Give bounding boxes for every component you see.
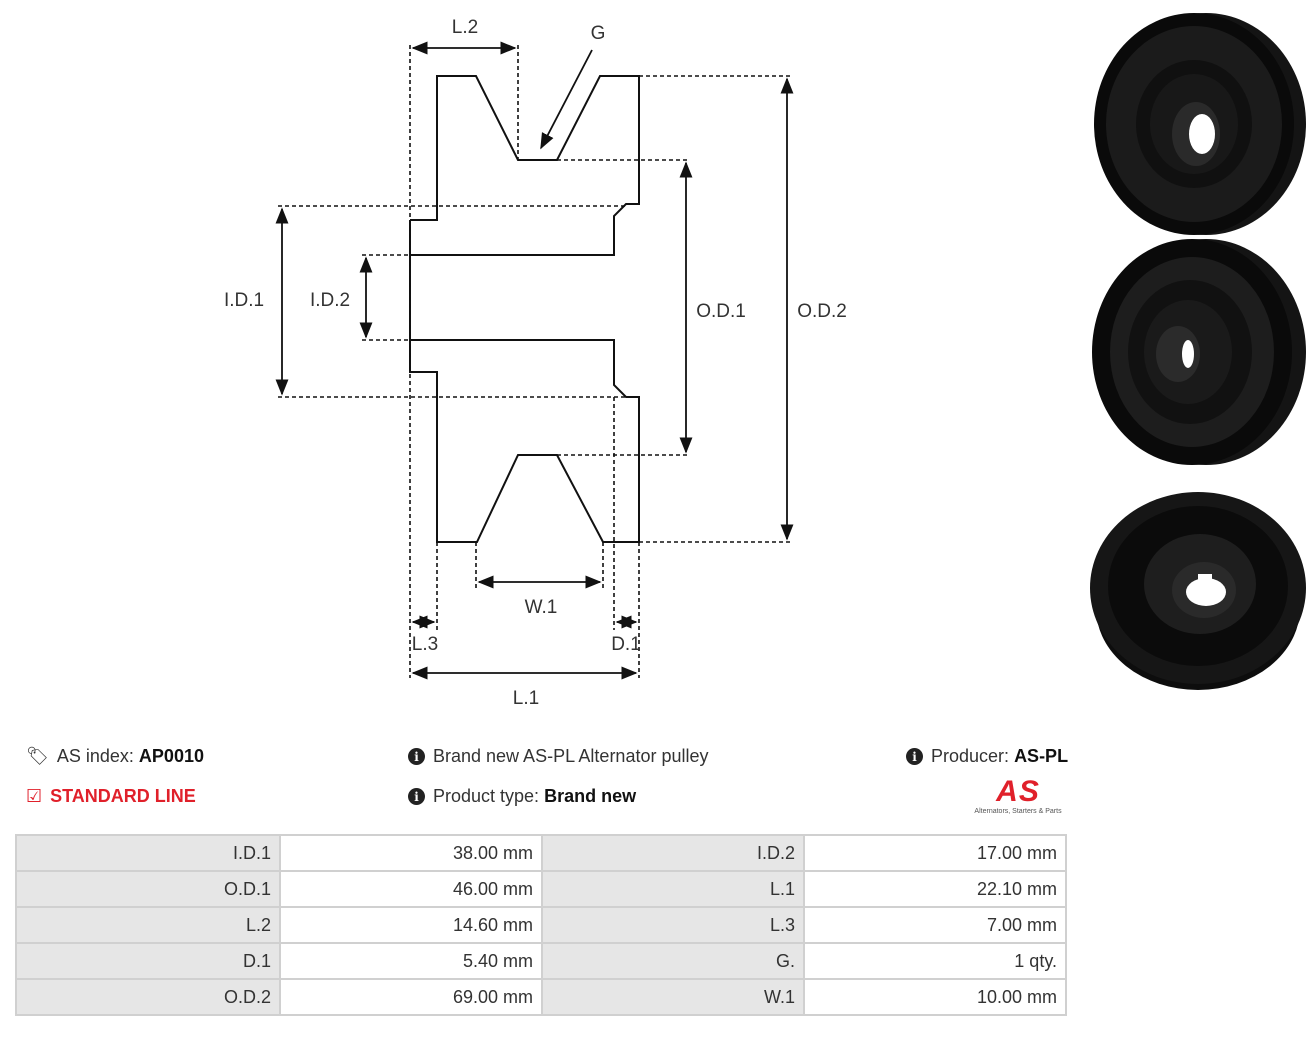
spec-value: 10.00 mm — [803, 978, 1067, 1016]
pulley-photo-angle — [1092, 239, 1306, 465]
pulley-photo-rear — [1090, 492, 1306, 690]
dimension-arrows — [275, 41, 794, 680]
spec-label: L.1 — [541, 870, 805, 908]
spec-label: L.2 — [15, 906, 281, 944]
label-l2: L.2 — [452, 17, 478, 38]
label-g: G — [591, 23, 606, 44]
info-icon: i — [906, 748, 923, 765]
tags-icon: 🏷 — [26, 746, 49, 766]
product-type: i Product type: Brand new — [408, 786, 636, 807]
spec-value: 69.00 mm — [279, 978, 543, 1016]
label-l1: L.1 — [513, 688, 539, 709]
pulley-photo-front — [1094, 13, 1306, 235]
description: i Brand new AS-PL Alternator pulley — [408, 746, 709, 767]
as-index-value: AP0010 — [138, 746, 204, 766]
label-id2: I.D.2 — [310, 290, 350, 311]
as-pl-logo: AS Alternators, Starters & Parts — [966, 777, 1070, 816]
spec-label: I.D.2 — [541, 834, 805, 872]
spec-value: 5.40 mm — [279, 942, 543, 980]
label-w1: W.1 — [525, 597, 558, 618]
line-label: STANDARD LINE — [50, 786, 196, 806]
spec-label: I.D.1 — [15, 834, 281, 872]
info-icon: i — [408, 788, 425, 805]
spec-label: O.D.2 — [15, 978, 281, 1016]
product-line: ☑ STANDARD LINE — [26, 786, 196, 807]
spec-label: G. — [541, 942, 805, 980]
pulley-profile — [409, 75, 640, 543]
dimension-labels: L.2 G I.D.1 I.D.2 O.D.1 O.D.2 W.1 L.3 D.… — [224, 17, 847, 709]
logo-tagline: Alternators, Starters & Parts — [974, 808, 1062, 815]
label-l3: L.3 — [412, 634, 438, 655]
info-icon: i — [408, 748, 425, 765]
label-od1: O.D.1 — [696, 301, 746, 322]
spec-value: 38.00 mm — [279, 834, 543, 872]
spec-label: L.3 — [541, 906, 805, 944]
checkbox-icon: ☑ — [26, 786, 43, 806]
spec-label: O.D.1 — [15, 870, 281, 908]
producer: i Producer: AS-PL — [906, 746, 1068, 767]
label-d1: D.1 — [611, 634, 641, 655]
spec-label: W.1 — [541, 978, 805, 1016]
pulley-dimension-drawing: L.2 G I.D.1 I.D.2 O.D.1 O.D.2 W.1 L.3 D.… — [224, 17, 847, 709]
label-od2: O.D.2 — [797, 301, 847, 322]
dimension-lines — [278, 45, 793, 678]
spec-value: 22.10 mm — [803, 870, 1067, 908]
product-type-value: Brand new — [544, 786, 637, 806]
spec-value: 17.00 mm — [803, 834, 1067, 872]
spec-label: D.1 — [15, 942, 281, 980]
as-index: 🏷 AS index: AP0010 — [26, 746, 204, 766]
producer-value: AS-PL — [1014, 746, 1069, 766]
label-id1: I.D.1 — [224, 290, 264, 311]
logo-text: AS — [996, 775, 1040, 808]
spec-value: 1 qty. — [803, 942, 1067, 980]
spec-value: 7.00 mm — [803, 906, 1067, 944]
spec-value: 46.00 mm — [279, 870, 543, 908]
spec-value: 14.60 mm — [279, 906, 543, 944]
